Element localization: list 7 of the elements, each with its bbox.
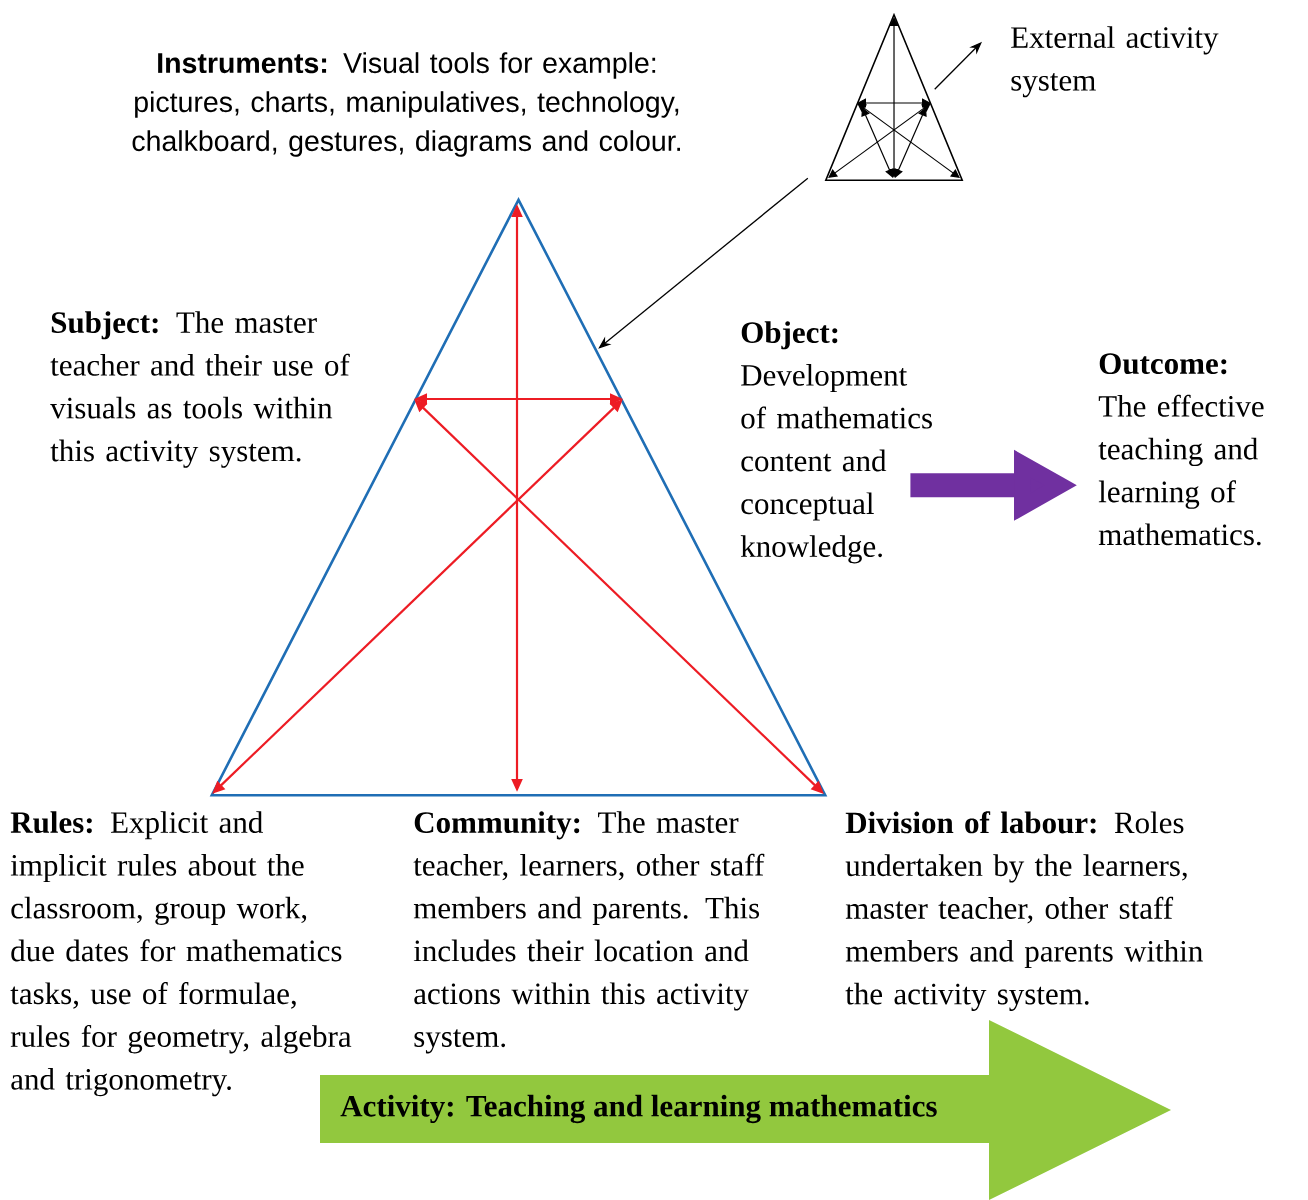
description-text: Division of labour: Roles undertaken by the learners, master teacher, other staff members and parents within the activity system. xyxy=(845,811,1203,1011)
description-text: Instruments: Visual tools for example: pictures, charts, manipulatives, technology, chalkboard, gestures, diagrams and colour. xyxy=(132,52,680,157)
arrow xyxy=(598,177,809,349)
description-text: Subject: The master teacher and their use of visuals as tools within this activity system. xyxy=(50,311,350,468)
description-text: External activity system xyxy=(1011,26,1219,98)
description-text: Outcome: The effective teaching and learning of mathematics. xyxy=(1098,353,1264,546)
description-text: Object: Development of mathematics content and conceptual knowledge. xyxy=(740,321,932,564)
